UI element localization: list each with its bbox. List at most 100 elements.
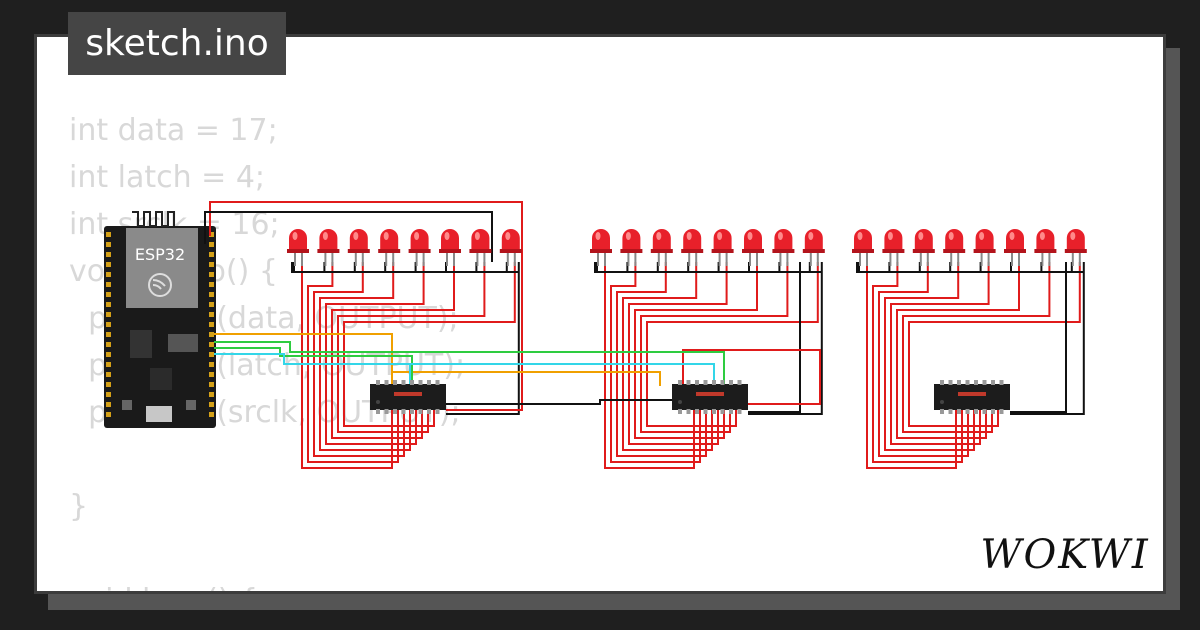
led-red-icon[interactable] bbox=[882, 229, 905, 266]
led-red-icon[interactable] bbox=[1004, 229, 1026, 266]
wire bbox=[214, 333, 393, 386]
led-red-icon[interactable] bbox=[499, 229, 522, 266]
esp-pin bbox=[106, 402, 111, 407]
led-red-icon[interactable] bbox=[973, 229, 996, 266]
led-red-icon[interactable] bbox=[590, 229, 612, 266]
led-red-icon[interactable] bbox=[802, 229, 825, 266]
wire bbox=[446, 399, 672, 405]
esp-pin bbox=[106, 382, 111, 387]
esp-pin bbox=[209, 332, 214, 337]
wire bbox=[331, 262, 455, 439]
wire bbox=[391, 371, 661, 386]
esp32-board[interactable]: ESP32 bbox=[104, 211, 216, 428]
shift-register-chip[interactable] bbox=[672, 380, 748, 414]
led-red-icon[interactable] bbox=[287, 229, 309, 266]
esp-pin bbox=[209, 372, 214, 377]
wire bbox=[307, 262, 399, 463]
led-red-icon[interactable] bbox=[408, 229, 431, 266]
code-line: void loop() { bbox=[69, 577, 465, 591]
wire bbox=[884, 262, 975, 451]
preview-card: int data = 17;int latch = 4;int srclk = … bbox=[34, 34, 1166, 594]
led-red-icon[interactable] bbox=[439, 229, 461, 266]
wire bbox=[1010, 262, 1067, 413]
wire bbox=[622, 262, 713, 451]
led-red-icon[interactable] bbox=[1064, 229, 1087, 266]
esp-pin bbox=[106, 252, 111, 257]
wire bbox=[640, 262, 789, 433]
led-red-icon[interactable] bbox=[681, 229, 704, 266]
wire bbox=[856, 262, 1084, 273]
wire bbox=[866, 262, 957, 469]
esp-pin bbox=[209, 282, 214, 287]
esp-pin bbox=[106, 242, 111, 247]
shift-registers bbox=[370, 380, 1010, 414]
esp-pin bbox=[209, 352, 214, 357]
wire bbox=[337, 262, 486, 433]
file-tab[interactable]: sketch.ino bbox=[68, 12, 286, 75]
esp-pin bbox=[106, 282, 111, 287]
esp-pin bbox=[106, 342, 111, 347]
led-red-icon[interactable] bbox=[469, 229, 492, 266]
led-bank bbox=[287, 229, 1087, 266]
wire bbox=[748, 262, 801, 413]
led-red-icon[interactable] bbox=[912, 229, 935, 266]
wire bbox=[313, 262, 405, 457]
esp-pin bbox=[209, 242, 214, 247]
esp-pin bbox=[106, 262, 111, 267]
led-red-icon[interactable] bbox=[772, 229, 795, 266]
led-red-icon[interactable] bbox=[317, 229, 340, 266]
esp-pin bbox=[209, 382, 214, 387]
wire bbox=[610, 262, 701, 463]
esp-pin bbox=[106, 332, 111, 337]
wire bbox=[646, 262, 819, 427]
led-red-icon[interactable] bbox=[742, 229, 764, 266]
led-red-icon[interactable] bbox=[650, 229, 673, 266]
esp-pin bbox=[209, 252, 214, 257]
esp-pin bbox=[106, 392, 111, 397]
esp-pin bbox=[209, 392, 214, 397]
esp-pin bbox=[106, 272, 111, 277]
wire bbox=[872, 262, 963, 463]
wire bbox=[214, 347, 413, 386]
esp-pin bbox=[209, 342, 214, 347]
wire bbox=[594, 262, 822, 273]
wire bbox=[878, 262, 969, 457]
wire bbox=[896, 262, 1020, 439]
led-red-icon[interactable] bbox=[347, 229, 370, 266]
reset-button[interactable] bbox=[186, 400, 196, 410]
esp-pin bbox=[209, 362, 214, 367]
esp-pin bbox=[106, 412, 111, 417]
esp-pin bbox=[209, 402, 214, 407]
wire bbox=[908, 262, 1081, 427]
led-red-icon[interactable] bbox=[1034, 229, 1057, 266]
code-line: } bbox=[69, 489, 89, 524]
boot-button[interactable] bbox=[122, 400, 132, 410]
esp-pin bbox=[209, 262, 214, 267]
led-red-icon[interactable] bbox=[378, 229, 401, 266]
esp-pin bbox=[106, 292, 111, 297]
esp-pin bbox=[106, 362, 111, 367]
esp-pin bbox=[209, 292, 214, 297]
esp32-label: ESP32 bbox=[135, 245, 185, 264]
wire bbox=[604, 262, 695, 469]
wire bbox=[616, 262, 707, 457]
led-red-icon[interactable] bbox=[711, 229, 734, 266]
shift-register-chip[interactable] bbox=[370, 380, 446, 414]
esp-pin bbox=[209, 232, 214, 237]
esp-pin bbox=[106, 372, 111, 377]
wires bbox=[204, 201, 1085, 469]
esp-pin bbox=[209, 312, 214, 317]
shift-register-chip[interactable] bbox=[934, 380, 1010, 414]
esp-pin bbox=[106, 322, 111, 327]
led-red-icon[interactable] bbox=[943, 229, 966, 266]
code-line: int latch = 4; bbox=[69, 160, 266, 195]
wire bbox=[209, 201, 523, 411]
esp-pin bbox=[106, 232, 111, 237]
wokwi-logo: WOKWI bbox=[980, 532, 1147, 578]
esp-pin bbox=[106, 312, 111, 317]
led-red-icon[interactable] bbox=[620, 229, 643, 266]
wire bbox=[902, 262, 1051, 433]
led-red-icon[interactable] bbox=[852, 229, 874, 266]
esp-pin bbox=[209, 412, 214, 417]
